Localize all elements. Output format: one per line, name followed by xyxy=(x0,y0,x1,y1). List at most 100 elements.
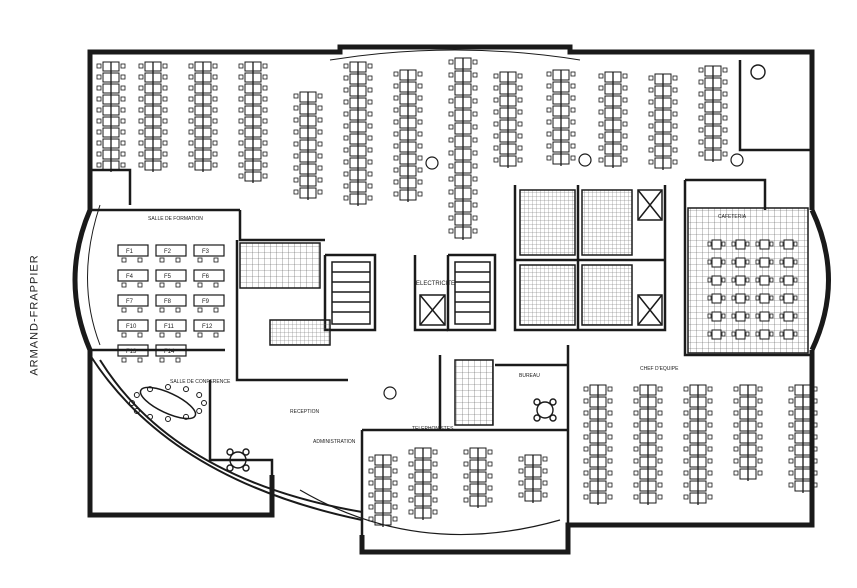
chair xyxy=(622,133,628,139)
workstation xyxy=(739,420,757,432)
chair xyxy=(367,99,373,105)
chair xyxy=(162,118,168,124)
workstation xyxy=(654,97,672,109)
workstation xyxy=(689,480,707,492)
chair xyxy=(683,386,689,392)
chair xyxy=(138,162,144,168)
chair xyxy=(487,449,493,455)
chair xyxy=(317,177,323,183)
chair xyxy=(722,115,728,121)
chair xyxy=(238,129,244,135)
workstation xyxy=(499,143,517,155)
chair xyxy=(657,446,663,452)
training-desk-label: F14 xyxy=(164,349,175,355)
chair xyxy=(120,74,126,80)
chair xyxy=(517,109,523,115)
interior-walls xyxy=(90,60,812,535)
workstation xyxy=(102,138,120,149)
workstation xyxy=(639,480,657,492)
chair xyxy=(238,74,244,80)
workstation xyxy=(349,97,367,109)
chair xyxy=(188,74,194,80)
chair xyxy=(393,155,399,161)
workstation xyxy=(194,116,212,127)
chair xyxy=(472,137,478,143)
chair xyxy=(162,162,168,168)
chair xyxy=(120,96,126,102)
training-desk-label: F5 xyxy=(164,274,172,280)
workstation xyxy=(399,69,417,81)
chair xyxy=(448,189,454,195)
chair xyxy=(120,85,126,91)
training-desk: F7 xyxy=(117,294,149,313)
chair xyxy=(133,392,140,398)
workstation xyxy=(194,83,212,94)
chair xyxy=(698,139,704,145)
chair xyxy=(707,446,713,452)
chair xyxy=(598,133,604,139)
chair xyxy=(657,386,663,392)
desk-column xyxy=(518,454,548,503)
chair xyxy=(757,398,763,404)
chair xyxy=(448,72,454,78)
chair xyxy=(598,157,604,163)
chair xyxy=(212,129,218,135)
chair xyxy=(448,150,454,156)
training-desk: F5 xyxy=(155,269,187,288)
workstation xyxy=(349,121,367,133)
chair xyxy=(683,446,689,452)
desk-column xyxy=(343,61,373,206)
chair xyxy=(432,473,438,479)
chair xyxy=(463,449,469,455)
workstation xyxy=(739,384,757,396)
chair xyxy=(238,107,244,113)
chair xyxy=(165,384,171,390)
chair xyxy=(583,458,589,464)
chair xyxy=(408,485,414,491)
chair xyxy=(493,85,499,91)
chair xyxy=(788,398,794,404)
chair xyxy=(722,103,728,109)
chair xyxy=(96,63,102,69)
chair xyxy=(722,127,728,133)
training-desk-label: F9 xyxy=(202,299,210,305)
workstation xyxy=(244,61,262,72)
chair xyxy=(707,470,713,476)
desk-column xyxy=(368,454,398,527)
chair xyxy=(707,410,713,416)
chair xyxy=(472,124,478,130)
chair xyxy=(707,434,713,440)
chair xyxy=(487,497,493,503)
workstation xyxy=(194,138,212,149)
chair xyxy=(293,129,299,135)
chair xyxy=(432,461,438,467)
chair xyxy=(367,63,373,69)
chair xyxy=(472,98,478,104)
chair xyxy=(212,74,218,80)
chair xyxy=(570,71,576,77)
chair xyxy=(487,485,493,491)
training-desk-label: F4 xyxy=(126,274,134,280)
chair xyxy=(698,115,704,121)
chair xyxy=(393,167,399,173)
workstation xyxy=(794,432,812,444)
chair xyxy=(672,147,678,153)
chair xyxy=(367,87,373,93)
workstation xyxy=(589,432,607,444)
cafeteria-table xyxy=(779,275,798,286)
chair xyxy=(417,83,423,89)
training-desk-label: F10 xyxy=(126,324,137,330)
training-desk-label: F12 xyxy=(202,324,213,330)
chair xyxy=(212,107,218,113)
workstation xyxy=(399,117,417,129)
chair xyxy=(598,145,604,151)
workstation xyxy=(374,490,392,502)
workstation xyxy=(589,444,607,456)
workstation xyxy=(524,454,542,466)
chair xyxy=(518,456,524,462)
chair xyxy=(392,456,398,462)
training-desk-label: F2 xyxy=(164,249,172,255)
chair xyxy=(432,449,438,455)
cafeteria-tables xyxy=(707,239,798,340)
workstation xyxy=(349,157,367,169)
